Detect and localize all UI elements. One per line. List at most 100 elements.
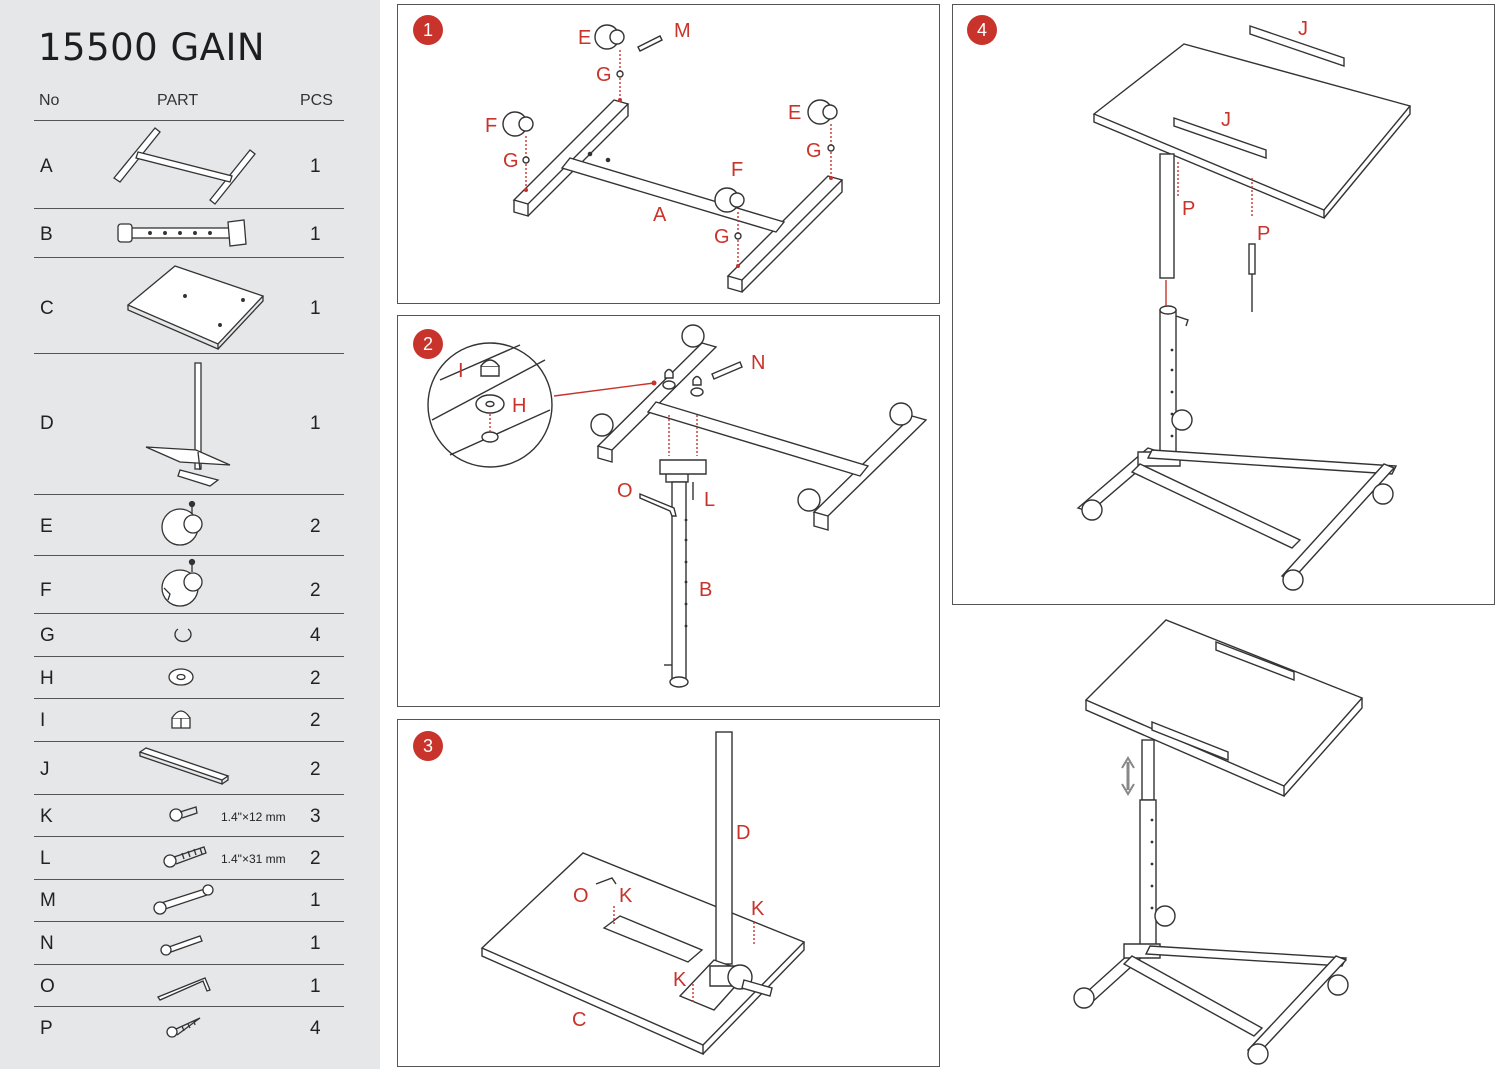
part-p-screw-icon xyxy=(166,1017,201,1038)
step-1-label-e: E xyxy=(578,27,591,49)
table-divider xyxy=(34,613,344,614)
step-3-label-k: K xyxy=(619,885,633,907)
part-letter: H xyxy=(40,668,54,689)
step-4-drawing: J J P P xyxy=(1076,18,1412,591)
step-1-label-f: F xyxy=(731,159,743,181)
step-3-label-k: K xyxy=(673,969,687,991)
part-letter: O xyxy=(40,976,55,997)
step-1-panel xyxy=(397,4,940,304)
part-qty: 1 xyxy=(310,156,321,177)
part-qty: 2 xyxy=(310,668,321,689)
step-3-label-k: K xyxy=(751,898,765,920)
part-qty: 4 xyxy=(310,1018,321,1039)
table-divider xyxy=(34,794,344,795)
table-divider xyxy=(34,879,344,880)
step-1-label-f: F xyxy=(485,115,497,137)
step-1-label-e: E xyxy=(788,102,801,124)
part-qty: 2 xyxy=(310,710,321,731)
step-3-label-c: C xyxy=(572,1009,586,1031)
step-2-label-i: I xyxy=(458,360,464,382)
part-h-washer-icon xyxy=(168,668,194,686)
part-f-caster-icon xyxy=(161,558,203,607)
part-letter: I xyxy=(40,710,46,731)
part-qty: 1 xyxy=(310,298,321,319)
step-4-label-j: J xyxy=(1221,109,1231,131)
step-1-label-g: G xyxy=(596,64,612,86)
step-4-label-p: P xyxy=(1182,198,1195,220)
part-letter: G xyxy=(40,625,55,646)
step-1-label-g: G xyxy=(806,140,822,162)
part-o-hexkey-icon xyxy=(157,977,211,1001)
table-divider xyxy=(34,656,344,657)
part-letter: D xyxy=(40,413,54,434)
part-d-post-icon xyxy=(145,362,231,487)
step-4-label-j: J xyxy=(1298,18,1308,40)
part-letter: M xyxy=(40,890,56,911)
table-divider xyxy=(34,555,344,556)
part-qty: 1 xyxy=(310,933,321,954)
step-1-label-g: G xyxy=(503,150,519,172)
part-j-bar-icon xyxy=(138,747,230,785)
part-letter: A xyxy=(40,156,53,177)
final-assembly-drawing xyxy=(1073,619,1364,1065)
step-2-drawing: I H N O L B xyxy=(427,324,928,688)
step-1-label-m: M xyxy=(674,20,691,42)
part-c-tabletop-icon xyxy=(126,265,265,350)
part-qty: 2 xyxy=(310,848,321,869)
part-qty: 2 xyxy=(310,759,321,780)
part-b-bar-icon xyxy=(117,219,247,247)
step-3-label-o: O xyxy=(573,885,589,907)
step-1-label-g: G xyxy=(714,226,730,248)
part-a-frame-icon xyxy=(113,127,256,205)
step-1-drawing: E M G F G E G F A G xyxy=(485,20,844,293)
table-divider xyxy=(34,741,344,742)
part-g-ring-icon xyxy=(174,628,192,643)
part-size: 1.4"×12 mm xyxy=(221,810,286,824)
table-divider xyxy=(34,257,344,258)
part-letter: J xyxy=(40,759,50,780)
part-letter: N xyxy=(40,933,54,954)
part-letter: B xyxy=(40,224,53,245)
part-i-capnut-icon xyxy=(171,710,191,729)
step-4-label-p: P xyxy=(1257,223,1270,245)
part-qty: 2 xyxy=(310,516,321,537)
part-letter: C xyxy=(40,298,54,319)
step-2-badge: 2 xyxy=(413,329,443,359)
step-4-badge: 4 xyxy=(967,15,997,45)
step-1-badge: 1 xyxy=(413,15,443,45)
table-divider xyxy=(34,836,344,837)
part-qty: 2 xyxy=(310,580,321,601)
column-header-no: No xyxy=(39,92,60,109)
step-3-badge: 3 xyxy=(413,731,443,761)
part-letter: P xyxy=(40,1018,53,1039)
parts-list-sidebar: 15500 GAIN No PART PCS A 1 B 1 C 1 D 1 E… xyxy=(0,0,380,1069)
step-3-label-d: D xyxy=(736,822,750,844)
column-header-part: PART xyxy=(157,92,199,109)
part-qty: 1 xyxy=(310,890,321,911)
part-m-wrench-icon xyxy=(153,884,214,915)
part-qty: 3 xyxy=(310,806,321,827)
part-qty: 4 xyxy=(310,625,321,646)
table-divider xyxy=(34,120,344,121)
part-letter: F xyxy=(40,580,52,601)
table-divider xyxy=(34,1006,344,1007)
part-thumbnails xyxy=(113,127,265,1038)
step-2-label-l: L xyxy=(704,489,715,511)
part-letter: L xyxy=(40,848,51,869)
part-qty: 1 xyxy=(310,976,321,997)
part-qty: 1 xyxy=(310,413,321,434)
table-divider xyxy=(34,208,344,209)
part-n-wrench-icon xyxy=(160,935,203,956)
step-2-label-o: O xyxy=(617,480,633,502)
part-e-caster-icon xyxy=(161,500,203,546)
step-3-drawing: D O K K K C xyxy=(480,731,806,1056)
part-letter: E xyxy=(40,516,53,537)
table-divider xyxy=(34,698,344,699)
part-qty: 1 xyxy=(310,224,321,245)
column-header-pcs: PCS xyxy=(300,92,333,109)
step-2-label-n: N xyxy=(751,352,765,374)
step-2-label-h: H xyxy=(512,395,526,417)
table-divider xyxy=(34,353,344,354)
table-divider xyxy=(34,494,344,495)
